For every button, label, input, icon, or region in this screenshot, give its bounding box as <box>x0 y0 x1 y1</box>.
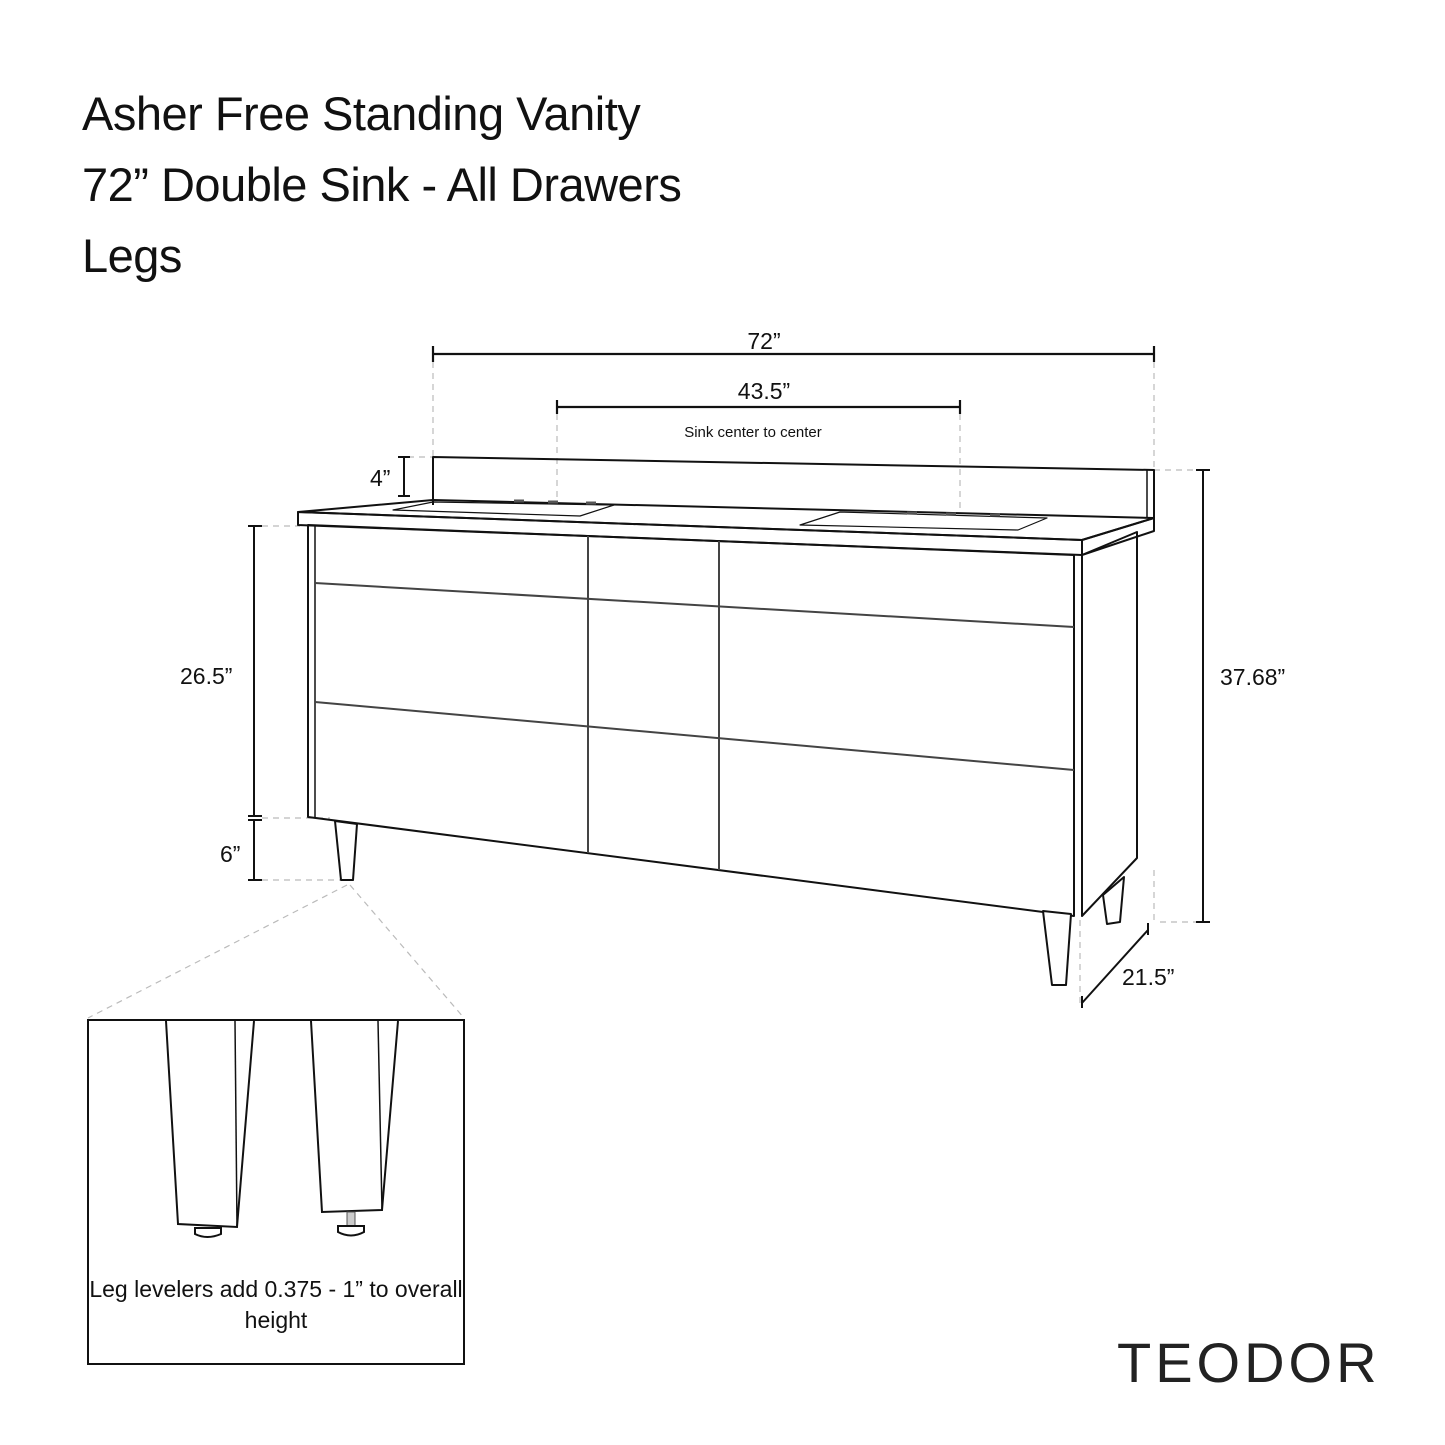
depth-dimension <box>1081 923 1149 1008</box>
leveler-thread-icon <box>346 1211 356 1227</box>
backsplash-dimension <box>398 456 410 497</box>
leg-detail-drawing <box>165 1020 399 1238</box>
depth-label: 21.5” <box>1122 964 1174 990</box>
brand-logo: TEODOR <box>1117 1331 1381 1394</box>
leveler-left-icon <box>194 1227 222 1238</box>
width-dimension <box>431 346 1156 362</box>
product-title: Asher Free Standing Vanity <box>82 87 641 140</box>
backsplash-height-label: 4” <box>370 465 390 491</box>
sink-right <box>799 511 1048 531</box>
countertop-top <box>297 499 1155 541</box>
cabinet-side <box>1081 531 1138 917</box>
leg-detail-inset <box>87 1019 465 1365</box>
countertop-side <box>1081 517 1155 556</box>
leg-height-dimension <box>248 819 262 881</box>
sink-left <box>392 501 615 517</box>
overall-height-dimension <box>1196 469 1210 923</box>
faucet-holes <box>514 499 1000 517</box>
drawer-line-lower <box>314 701 1075 771</box>
leveler-right-icon <box>337 1225 365 1237</box>
countertop-front <box>297 511 1083 556</box>
sink-center-dimension <box>555 400 962 414</box>
overall-width-label: 72” <box>747 328 780 354</box>
backsplash <box>432 456 1155 518</box>
inset-leg-right <box>310 1020 399 1214</box>
leg-leveler-note: Leg levelers add 0.375 - 1” to overall h… <box>89 1276 463 1333</box>
overall-height-label: 37.68” <box>1220 664 1285 690</box>
drawer-line-upper <box>314 582 1075 628</box>
sink-center-label: 43.5” <box>738 378 790 404</box>
cabinet-height-dimension <box>248 525 262 817</box>
inset-leg-left <box>165 1020 255 1229</box>
product-variant: Legs <box>82 229 182 282</box>
cabinet-front <box>307 524 1075 917</box>
product-subtitle: 72” Double Sink - All Drawers <box>82 158 682 211</box>
sink-center-note: Sink center to center <box>684 424 822 441</box>
leg-height-label: 6” <box>220 841 240 867</box>
leg-front-left <box>334 820 358 881</box>
callout-lines <box>87 884 465 1019</box>
vanity-drawing <box>297 456 1155 986</box>
cabinet-height-label: 26.5” <box>180 663 232 689</box>
leg-front-right <box>1042 910 1072 986</box>
title-block: Asher Free Standing Vanity 72” Double Si… <box>82 78 682 291</box>
leg-back-right <box>1102 876 1125 925</box>
extension-lines <box>262 362 1200 1003</box>
